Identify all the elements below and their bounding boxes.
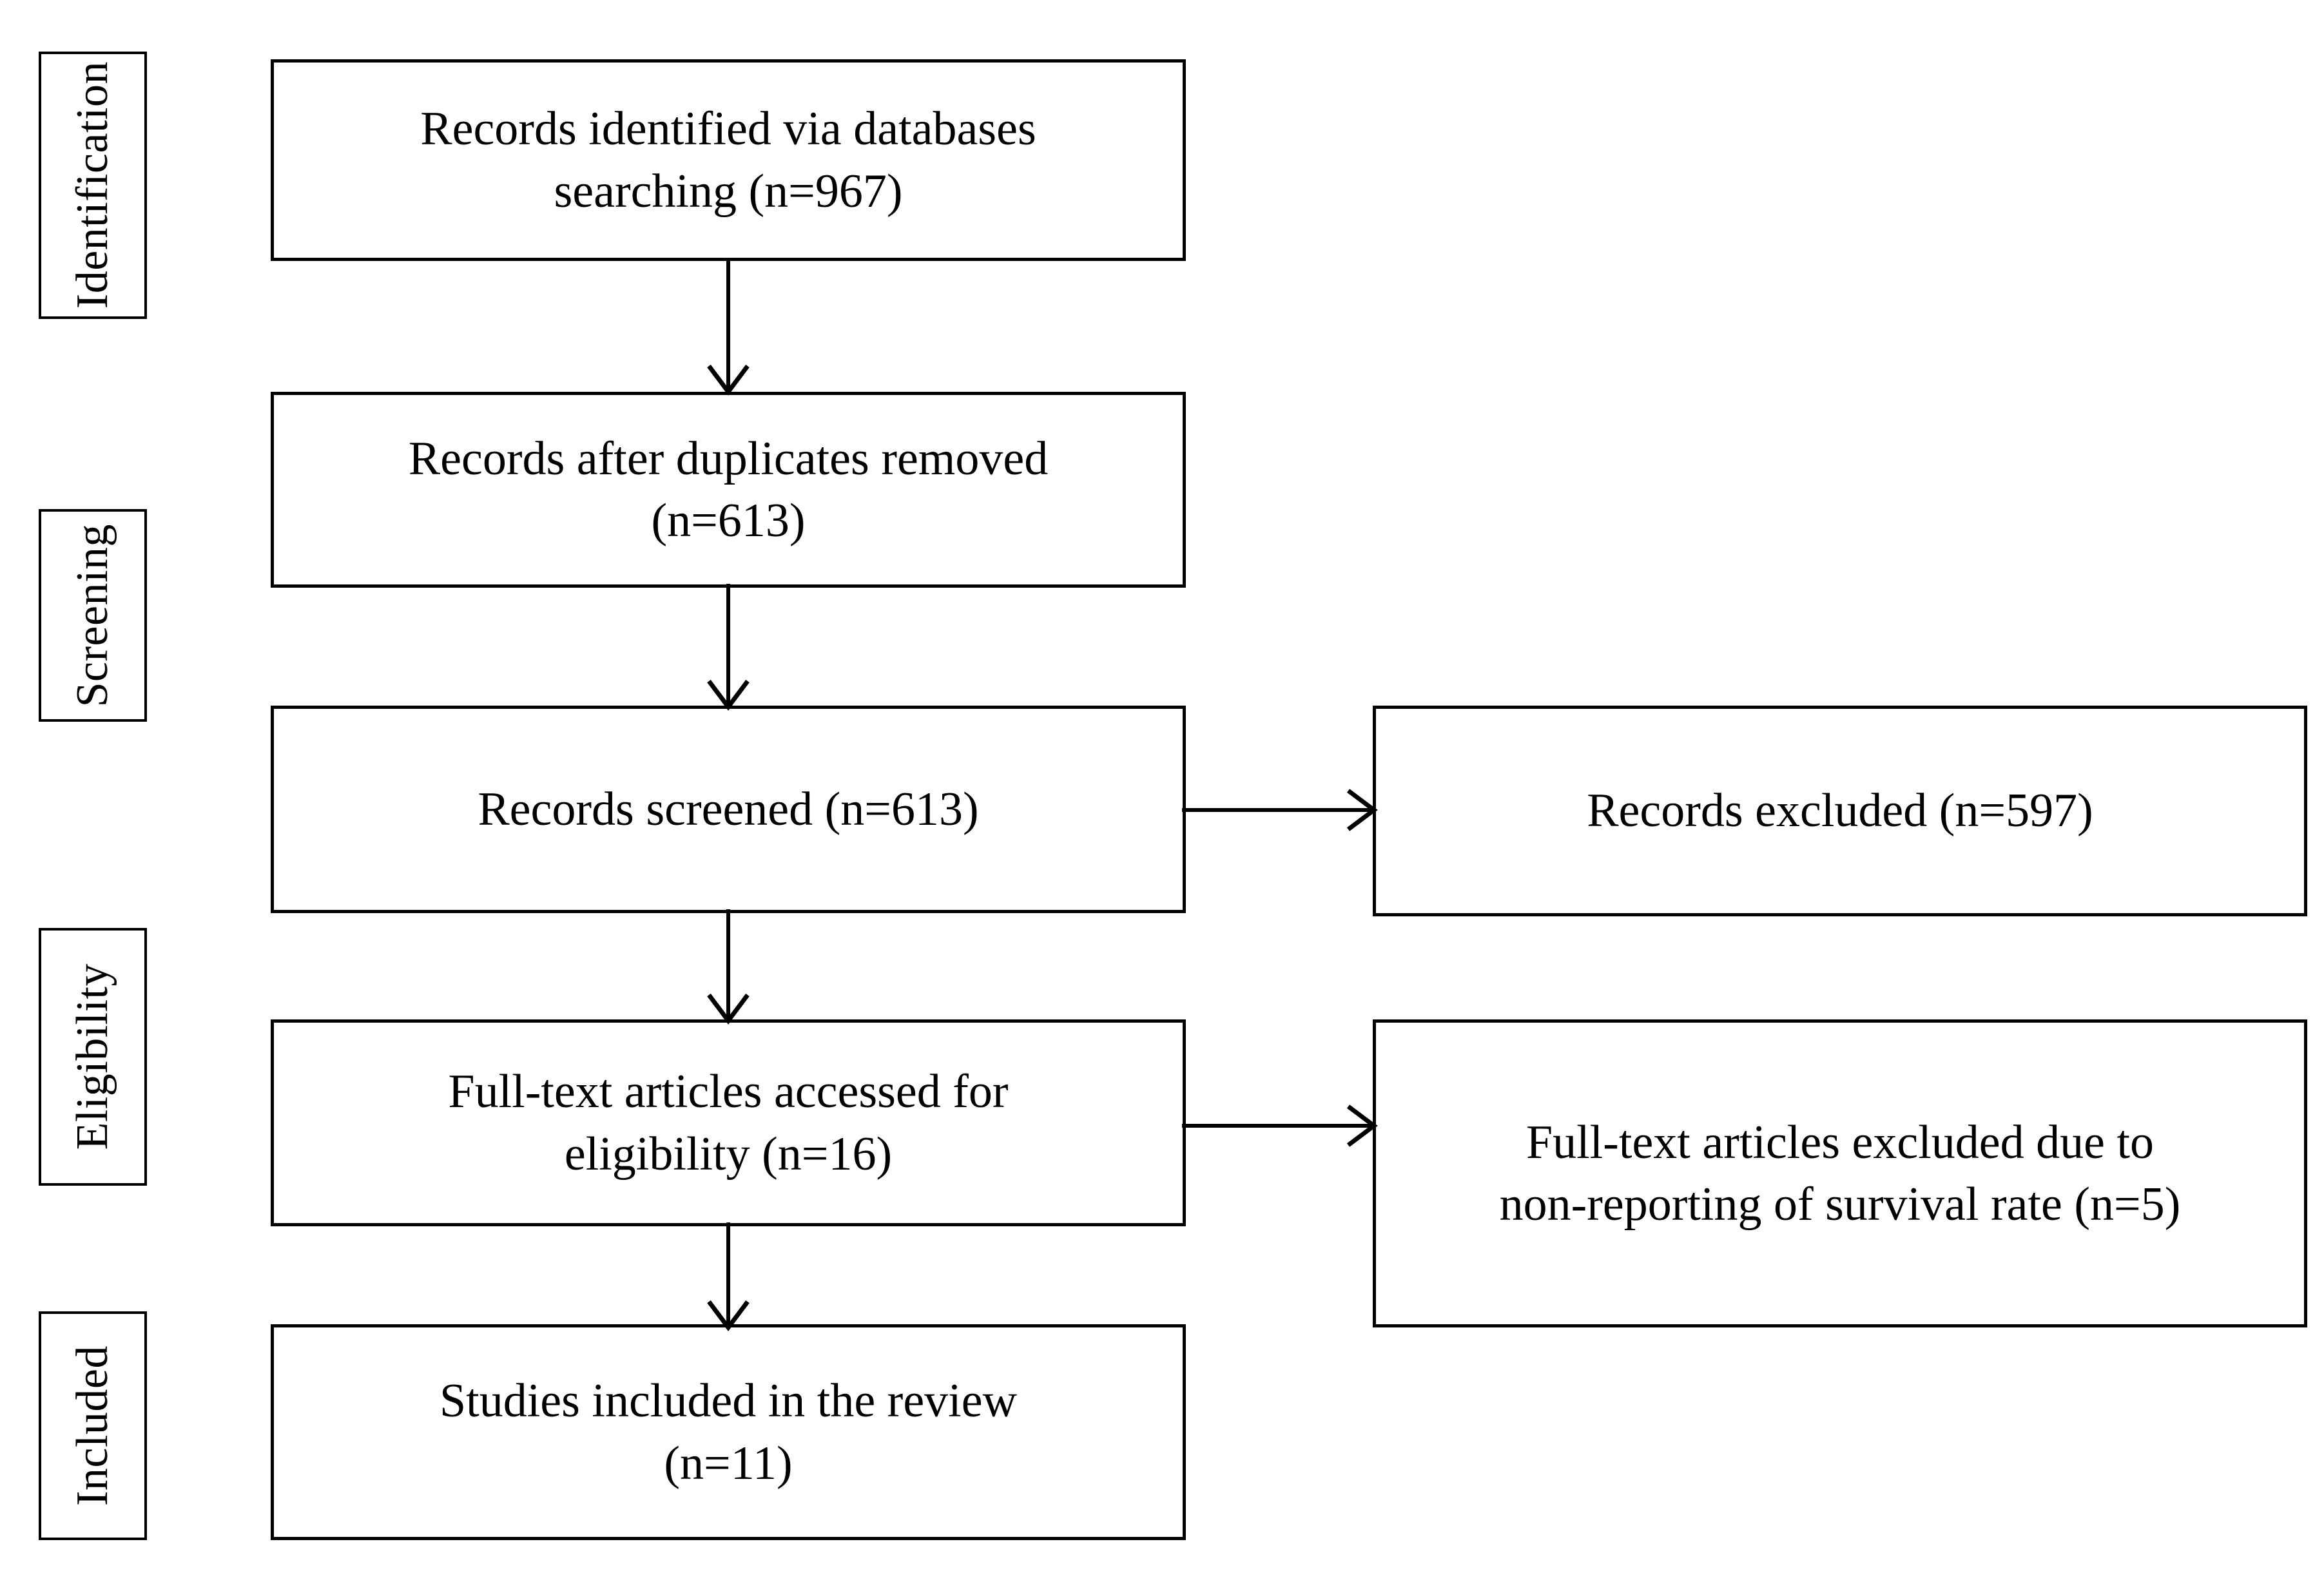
stage-label-eligibility: Eligibility (39, 928, 147, 1186)
stage-label-screening: Screening (39, 509, 147, 722)
box-duplicates-removed-text: Records after duplicates removed (n=613) (408, 432, 1049, 547)
connector-screened-to-excluded (1182, 789, 1378, 831)
connector-fulltext-to-included (707, 1222, 750, 1331)
connector-fulltext-to-excluded (1182, 1105, 1378, 1147)
box-studies-included: Studies included in the review (n=11) (271, 1324, 1186, 1540)
connector-duplicates-to-screened (707, 584, 750, 711)
box-fulltext-assessed: Full-text articles accessed for eligibil… (271, 1019, 1186, 1226)
stage-label-identification-text: Identification (68, 61, 117, 309)
stage-label-included-text: Included (68, 1346, 117, 1506)
box-records-identified: Records identified via databases searchi… (271, 59, 1186, 261)
box-fulltext-excluded: Full-text articles excluded due to non-r… (1373, 1019, 2307, 1327)
box-duplicates-removed: Records after duplicates removed (n=613) (271, 392, 1186, 588)
box-studies-included-text: Studies included in the review (n=11) (439, 1375, 1018, 1490)
box-records-screened: Records screened (n=613) (271, 706, 1186, 913)
connector-identified-to-duplicates (707, 258, 750, 396)
box-records-excluded-text: Records excluded (n=597) (1587, 784, 2093, 838)
box-records-screened-text: Records screened (n=613) (478, 782, 979, 836)
box-records-identified-text: Records identified via databases searchi… (420, 102, 1036, 218)
connector-screened-to-fulltext (707, 909, 750, 1025)
stage-label-included: Included (39, 1311, 147, 1540)
box-fulltext-assessed-text: Full-text articles accessed for eligibil… (448, 1065, 1009, 1181)
stage-label-eligibility-text: Eligibility (68, 963, 117, 1150)
box-records-excluded: Records excluded (n=597) (1373, 706, 2307, 916)
stage-label-identification: Identification (39, 52, 147, 319)
box-fulltext-excluded-text: Full-text articles excluded due to non-r… (1499, 1115, 2181, 1231)
stage-label-screening-text: Screening (68, 523, 117, 708)
